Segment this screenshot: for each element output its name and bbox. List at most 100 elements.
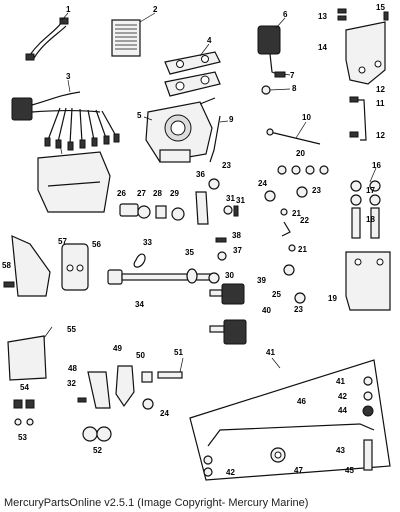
- callout-17: 17: [366, 186, 375, 195]
- callout-43: 44: [338, 406, 347, 415]
- callout-10: 10: [302, 113, 311, 122]
- callout-42b: 43: [336, 446, 345, 455]
- callout-57: 58: [2, 261, 11, 270]
- callout-40: 41: [266, 348, 275, 357]
- callout-55: 56: [92, 240, 101, 249]
- callout-21b: 21: [298, 245, 307, 254]
- part-28-washer: [171, 207, 185, 221]
- part-3-wiring-harness: [11, 91, 120, 151]
- callout-labels: 1 2 3 4 5 6 7 8 9 10 11 12 12 13 14 15 1…: [2, 3, 385, 477]
- callout-48: 49: [113, 344, 122, 353]
- callout-23a: 23: [222, 161, 231, 170]
- exploded-parts-diagram: 1 2 3 4 5 6 7 8 9 10 11 12 12 13 14 15 1…: [2, 3, 391, 481]
- callout-14: 14: [318, 43, 327, 52]
- part-55-cover: [61, 243, 89, 291]
- callout-2: 2: [153, 5, 158, 14]
- part-26-washer: [137, 205, 151, 219]
- part-1-cable: [25, 17, 69, 61]
- callout-52: 53: [18, 433, 27, 442]
- part-19-mounting-plate: [345, 251, 391, 311]
- callout-31b: 32: [67, 379, 76, 388]
- part-12-screws: [349, 96, 359, 138]
- part-11-bracket: [358, 99, 367, 141]
- part-47-lever: [87, 371, 111, 409]
- part-21-clip: [280, 208, 296, 252]
- part-35-lever: [195, 191, 209, 225]
- callout-4: 4: [207, 36, 212, 45]
- callout-53: 54: [20, 383, 29, 392]
- part-15-screw: [383, 11, 389, 21]
- callout-8: 8: [292, 84, 297, 93]
- part-2-decal: [111, 19, 141, 57]
- part-6-ignition-module: [257, 25, 283, 77]
- callout-1: 1: [66, 5, 71, 14]
- part-16-washers: [350, 180, 381, 192]
- callout-42a: 42: [338, 392, 347, 401]
- callout-24b: 25: [272, 290, 281, 299]
- part-5-carburetor: [145, 97, 216, 163]
- callout-19: 19: [328, 294, 337, 303]
- part-34-o-ring: [186, 268, 198, 284]
- callout-6: 6: [283, 10, 288, 19]
- callout-27: 28: [153, 189, 162, 198]
- callout-23b: 23: [312, 186, 321, 195]
- callout-22: 22: [300, 216, 309, 225]
- callout-23c: 23: [294, 305, 303, 314]
- callout-25: 26: [117, 189, 126, 198]
- callout-26: 27: [137, 189, 146, 198]
- part-43-bushing: [362, 405, 374, 417]
- part-27-spacer: [155, 205, 167, 219]
- part-7-fitting: [274, 71, 286, 78]
- part-24-ball-joint: [264, 190, 295, 276]
- callout-3: 3: [66, 72, 71, 81]
- callout-20: 20: [296, 149, 305, 158]
- callout-41b: 42: [226, 468, 235, 477]
- callout-28: 29: [170, 189, 179, 198]
- part-38-switch: [209, 283, 245, 305]
- callout-32: 33: [143, 238, 152, 247]
- part-45-link-arm: [207, 423, 375, 447]
- part-22-link: [281, 221, 291, 237]
- callout-39: 40: [262, 306, 271, 315]
- part-4-gasket: [164, 51, 221, 97]
- callout-56: 57: [58, 237, 67, 246]
- callout-29: 30: [225, 271, 234, 280]
- part-9-link-rod: [209, 115, 221, 163]
- callout-11: 11: [376, 99, 385, 108]
- callout-16: 16: [372, 161, 381, 170]
- part-8-clip: [261, 85, 271, 95]
- part-46-nut: [270, 447, 286, 463]
- callout-24a: 24: [258, 179, 267, 188]
- callout-54: 55: [67, 325, 76, 334]
- part-56-bracket: [11, 235, 51, 297]
- part-58-housing: [37, 151, 111, 213]
- callout-33: 34: [135, 300, 144, 309]
- part-13-screws: [337, 8, 347, 21]
- copyright-caption: MercuryPartsOnline v2.5.1 (Image Copyrig…: [4, 497, 309, 509]
- callout-35: 36: [196, 170, 205, 179]
- part-50-bolt: [157, 371, 183, 379]
- callout-47: 48: [68, 364, 77, 373]
- part-41-nut: [203, 376, 373, 477]
- callout-37: 38: [232, 231, 241, 240]
- callout-15: 15: [376, 3, 385, 12]
- callout-18: 18: [366, 215, 375, 224]
- part-31-screw: [77, 205, 239, 403]
- callout-51: 52: [93, 446, 102, 455]
- part-52-washers: [14, 418, 34, 426]
- callout-44: 45: [345, 466, 354, 475]
- callout-38: 39: [257, 276, 266, 285]
- part-32-clip: [133, 253, 146, 268]
- callout-23d: 24: [160, 409, 169, 418]
- part-51-grommets: [82, 426, 112, 442]
- part-37-screw: [215, 237, 227, 243]
- callout-31a: 31: [236, 196, 245, 205]
- part-48-cam: [115, 365, 135, 408]
- callout-7: 7: [290, 71, 295, 80]
- part-40-linkage-assembly: [189, 359, 391, 481]
- part-10-throttle-rod: [266, 128, 321, 145]
- callout-5: 5: [137, 111, 142, 120]
- part-20-clips: [277, 165, 329, 175]
- part-42-washer: [203, 391, 373, 465]
- part-54-bracket: [7, 335, 47, 381]
